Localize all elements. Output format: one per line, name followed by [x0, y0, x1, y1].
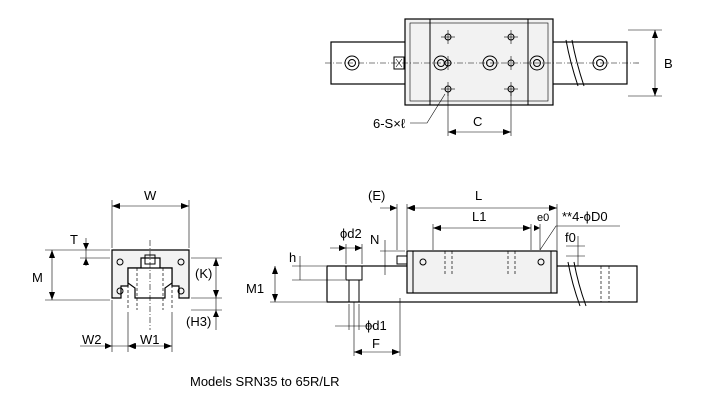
label-k: (K)	[195, 266, 212, 281]
end-block	[111, 249, 190, 299]
rail-hole	[344, 55, 360, 71]
label-b: B	[664, 56, 673, 71]
label-w2: W2	[82, 332, 102, 347]
rail-hole	[592, 55, 608, 71]
label-c: C	[473, 114, 482, 129]
end-rail	[127, 267, 173, 299]
label-d2: ϕd2	[340, 226, 362, 241]
label-h: h	[289, 250, 296, 265]
rail-break-2	[571, 39, 585, 87]
side-view	[270, 204, 638, 356]
label-d1: ϕd1	[365, 318, 387, 333]
top-block	[404, 18, 554, 106]
rail-hole	[529, 55, 545, 71]
label-n: N	[370, 232, 379, 247]
label-f0: f0	[565, 230, 576, 245]
top-view	[325, 18, 662, 136]
label-e0: e0	[537, 212, 549, 224]
label-t: T	[70, 232, 78, 247]
end-view	[45, 200, 222, 352]
label-w1: W1	[140, 332, 160, 347]
label-l1: L1	[472, 209, 486, 224]
mount-hole	[507, 56, 515, 70]
side-rail-break-2	[573, 261, 587, 307]
label-f: F	[372, 336, 380, 351]
rail-hole	[482, 55, 498, 71]
label-m: M	[32, 270, 43, 285]
label-e: (E)	[368, 188, 385, 203]
label-h3: (H3)	[186, 314, 211, 329]
side-block	[406, 250, 558, 294]
label-m1: M1	[246, 281, 264, 296]
mount-hole	[441, 30, 455, 44]
mount-hole	[504, 30, 518, 44]
top-block-inner	[409, 22, 549, 102]
mount-hole	[444, 56, 452, 70]
figure-caption: Models SRN35 to 65R/LR	[190, 374, 340, 389]
side-rail-break-1	[567, 261, 581, 307]
label-mount-holes: 6-S×ℓ	[373, 116, 406, 131]
label-l: L	[475, 188, 482, 203]
label-holes: **4-ϕD0	[562, 209, 608, 224]
label-w: W	[144, 188, 157, 203]
rail-break-1	[565, 39, 579, 87]
grease-nipple	[393, 56, 405, 70]
